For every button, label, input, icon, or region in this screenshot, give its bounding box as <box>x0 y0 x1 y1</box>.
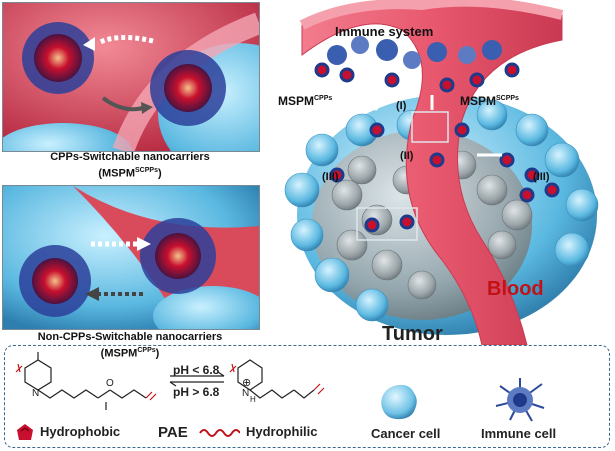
top-caption-sup: SCPPs <box>135 167 158 174</box>
tumor-vessel-illustration <box>284 0 599 345</box>
label-step-iii-left: (III) <box>322 171 339 183</box>
label-blood: Blood <box>487 278 544 300</box>
hydrophilic-wave-icon <box>199 429 240 437</box>
top-panel-caption: CPPs-Switchable nanocarriers (MSPMSCPPs) <box>2 151 258 181</box>
highlight-box <box>356 207 418 241</box>
label-step-iii-right: (III) <box>533 171 550 183</box>
legend-immune-cell: Immune cell <box>481 426 557 441</box>
bottom-caption-line1: Non-CPPs-Switchable nanocarriers <box>37 331 223 343</box>
label-mspm-scpps: MSPMSCPPs <box>460 94 519 108</box>
bottom-panel-illustration <box>3 186 259 329</box>
legend-pae: PAE <box>158 424 188 441</box>
top-caption-line2: (MSPM <box>98 167 136 180</box>
ph-low-label: pH < 6.8 <box>173 363 220 377</box>
pathway-arrow <box>365 94 379 111</box>
bottom-caption-close: ) <box>155 347 160 360</box>
top-caption-close: ) <box>157 167 162 180</box>
top-caption-line1: CPPs-Switchable nanocarriers <box>50 151 210 163</box>
top-panel-illustration <box>3 3 259 151</box>
label-mspm-cpps: MSPMCPPs <box>278 94 332 108</box>
hydrophobic-icon <box>17 424 33 440</box>
micelles-in-vessel <box>314 62 560 233</box>
label-mspm-cpps-sup: CPPs <box>314 95 333 102</box>
micelle-particle <box>22 22 94 94</box>
micelle-particle <box>140 218 216 294</box>
top-left-panel <box>2 2 260 152</box>
cancer-cell-blob <box>153 286 259 329</box>
legend-box <box>4 345 610 448</box>
bottom-caption-line2: (MSPM <box>100 347 138 360</box>
label-step-i: (I) <box>396 100 407 112</box>
ph-high-label: pH > 6.8 <box>173 385 220 399</box>
pae-chemical-structure: N O N H <box>15 352 325 410</box>
bottom-left-panel <box>2 185 260 330</box>
immune-cells <box>327 36 502 69</box>
immune-cell-icon <box>495 378 545 422</box>
highlight-box <box>411 111 449 143</box>
transition-arrow <box>101 96 144 112</box>
cancer-cell-blob <box>3 123 133 151</box>
svg-text:N: N <box>242 388 249 399</box>
legend-hydrophobic: Hydrophobic <box>40 424 121 439</box>
micelle-particle <box>19 245 91 317</box>
svg-text:H: H <box>250 395 256 404</box>
label-tumor: Tumor <box>382 323 443 345</box>
svg-text:N: N <box>32 388 39 399</box>
bottom-caption-sup: CPPs <box>137 347 156 354</box>
legend-cancer-cell: Cancer cell <box>371 426 441 441</box>
charge-plus: ⊕ <box>242 377 252 389</box>
legend-hydrophilic: Hydrophilic <box>246 424 318 439</box>
micelle-particle <box>150 50 226 126</box>
label-immune-system: Immune system <box>335 24 434 39</box>
cancer-cell-icon <box>381 384 417 420</box>
label-mspm-scpps-text: MSPM <box>460 94 496 108</box>
label-mspm-cpps-text: MSPM <box>278 94 314 108</box>
svg-text:O: O <box>106 378 114 389</box>
label-step-ii: (II) <box>400 150 414 162</box>
bottom-panel-caption: Non-CPPs-Switchable nanocarriers (MSPMCP… <box>2 331 258 361</box>
transition-arrow <box>96 35 154 46</box>
label-mspm-scpps-sup: SCPPs <box>496 95 519 102</box>
